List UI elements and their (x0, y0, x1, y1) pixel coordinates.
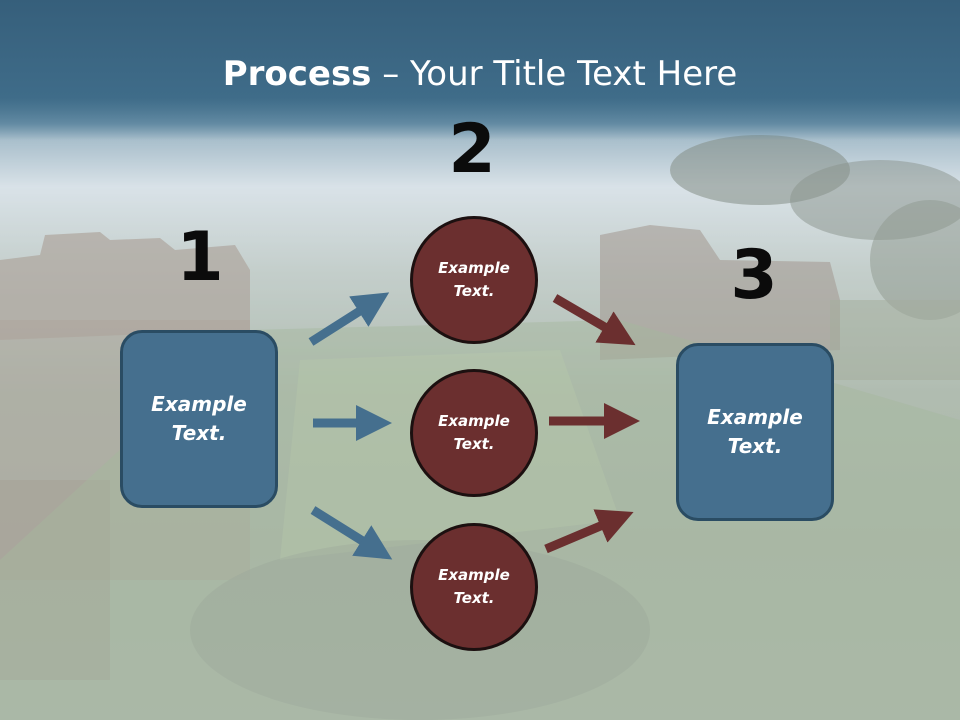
step-number-3: 3 (730, 236, 778, 315)
left-process-box: Example Text. (120, 330, 278, 508)
left-box-line-1: Example (151, 392, 247, 416)
circle-middle-line-2: Text. (453, 435, 495, 453)
left-box-line-2: Text. (171, 421, 227, 445)
arrow-left-to-bottom (310, 506, 393, 560)
circle-bottom-line-1: Example (438, 566, 510, 584)
title-bold-part: Process (222, 54, 372, 94)
circle-top: Example Text. (410, 216, 538, 344)
circle-bottom-line-2: Text. (453, 589, 495, 607)
circle-middle-line-1: Example (438, 412, 510, 430)
circle-top-line-2: Text. (453, 282, 495, 300)
right-process-box: Example Text. (676, 343, 834, 521)
circle-bottom: Example Text. (410, 523, 538, 651)
arrow-top-to-right (552, 294, 636, 346)
header-band (0, 0, 960, 140)
slide-title: Process – Your Title Text Here (0, 52, 960, 96)
step-number-1: 1 (176, 218, 224, 297)
arrow-left-to-top (308, 292, 390, 346)
arrow-bottom-to-right (544, 509, 634, 554)
circle-top-line-1: Example (438, 259, 510, 277)
circle-middle: Example Text. (410, 369, 538, 497)
step-number-2: 2 (448, 110, 496, 189)
right-box-line-2: Text. (727, 434, 783, 458)
title-rest-part: – Your Title Text Here (371, 54, 738, 94)
right-box-line-1: Example (707, 405, 803, 429)
